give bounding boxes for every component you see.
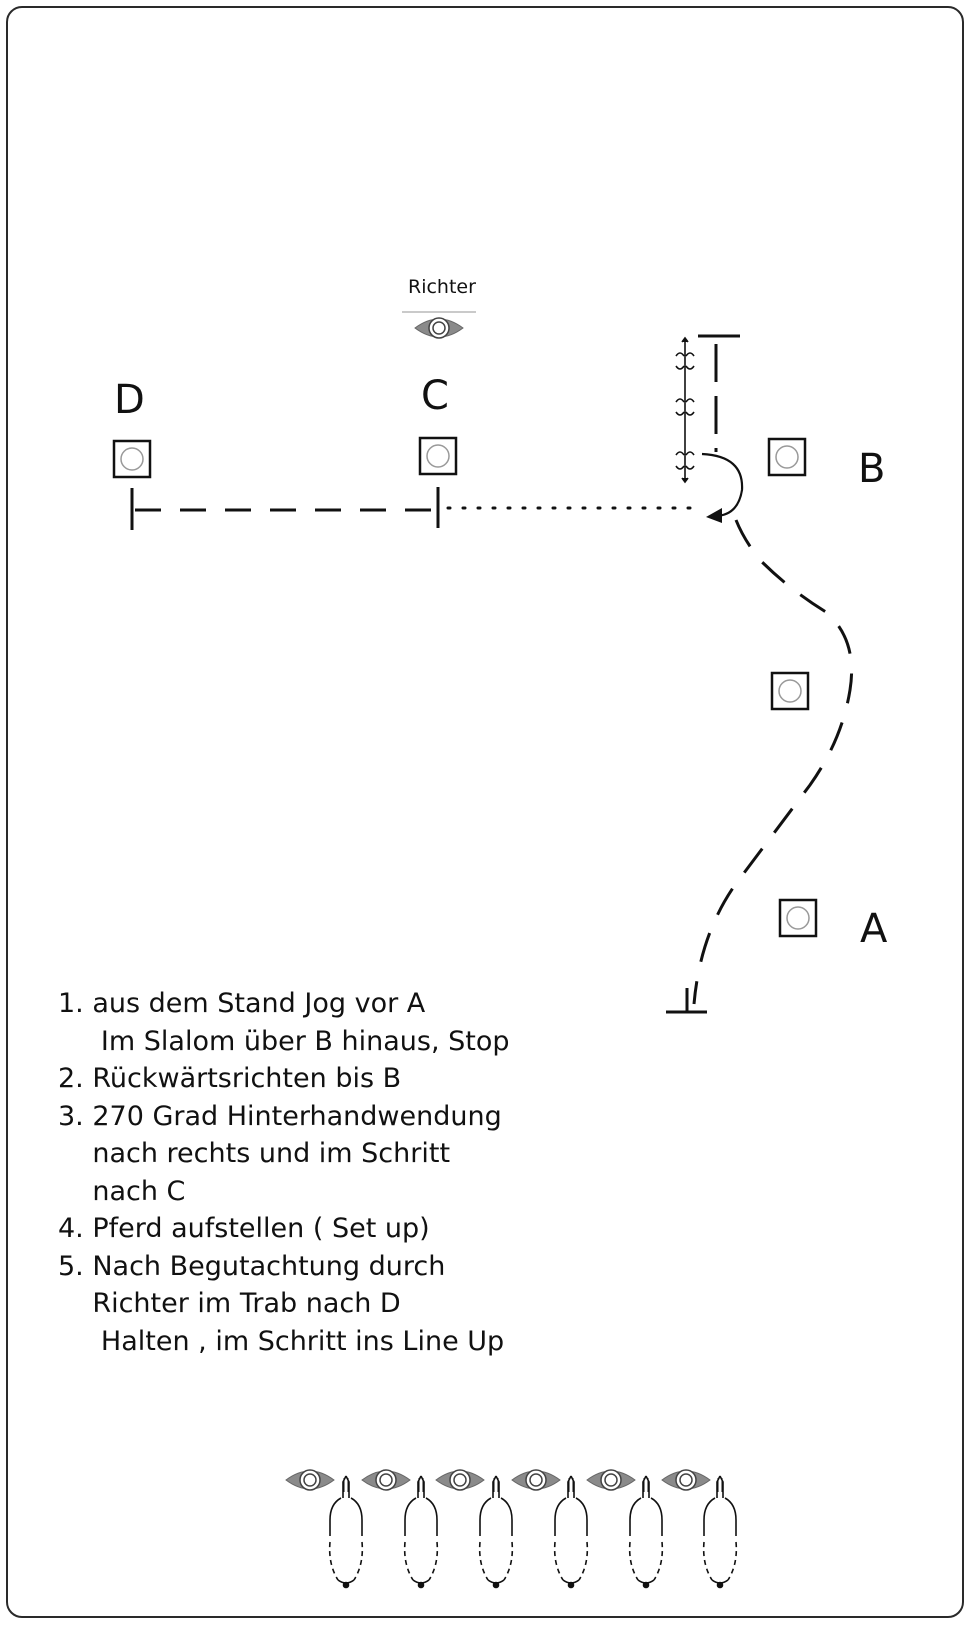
horse-icon: [328, 1475, 364, 1589]
horse-icon: [478, 1475, 514, 1589]
lineup-eye-icon: [435, 1469, 485, 1491]
instruction-line: nach C: [58, 1175, 186, 1207]
marker-d-label: D: [114, 377, 145, 423]
cone-d-icon: [112, 439, 152, 479]
horse-icon: [403, 1475, 439, 1589]
instructions-list: 1. aus dem Stand Jog vor A Im Slalom übe…: [58, 985, 678, 1360]
instruction-line: Halten , im Schritt ins Line Up: [58, 1325, 505, 1357]
instruction-line: nach rechts und im Schritt: [58, 1138, 451, 1169]
line-up: [285, 1469, 738, 1589]
horse-icon: [702, 1475, 738, 1589]
cone-b-icon: [767, 437, 807, 477]
cone-slalom-icon: [770, 671, 810, 711]
horse-icon: [553, 1475, 589, 1589]
instruction-line: 3. 270 Grad Hinterhandwendung: [58, 1100, 502, 1132]
page-frame: [6, 6, 964, 1618]
instruction-line: Richter im Trab nach D: [58, 1288, 401, 1319]
marker-a-label: A: [860, 906, 888, 952]
instruction-line: Im Slalom über B hinaus, Stop: [58, 1025, 510, 1057]
judge-eye-icon: [414, 317, 464, 339]
slalom-path: [692, 519, 854, 1005]
judge-label: Richter: [408, 276, 476, 298]
backup-hoofprints-icon: [675, 336, 695, 484]
lineup-eye-icon: [361, 1469, 411, 1491]
cone-c-icon: [418, 436, 458, 476]
instruction-line: 1. aus dem Stand Jog vor A: [58, 988, 426, 1019]
instruction-line: 5. Nach Begutachtung durch: [58, 1250, 446, 1282]
lineup-eye-icon: [661, 1469, 711, 1491]
instruction-line: 2. Rückwärtsrichten bis B: [58, 1063, 402, 1094]
marker-c-label: C: [421, 373, 449, 419]
marker-b-label: B: [858, 446, 886, 492]
lineup-eye-icon: [285, 1469, 335, 1491]
instruction-line: 4. Pferd aufstellen ( Set up): [58, 1213, 430, 1244]
cone-a-icon: [778, 898, 818, 938]
lineup-eye-icon: [586, 1469, 636, 1491]
lineup-eye-icon: [511, 1469, 561, 1491]
turn-arrow-icon: [701, 452, 744, 523]
horse-icon: [628, 1475, 664, 1589]
